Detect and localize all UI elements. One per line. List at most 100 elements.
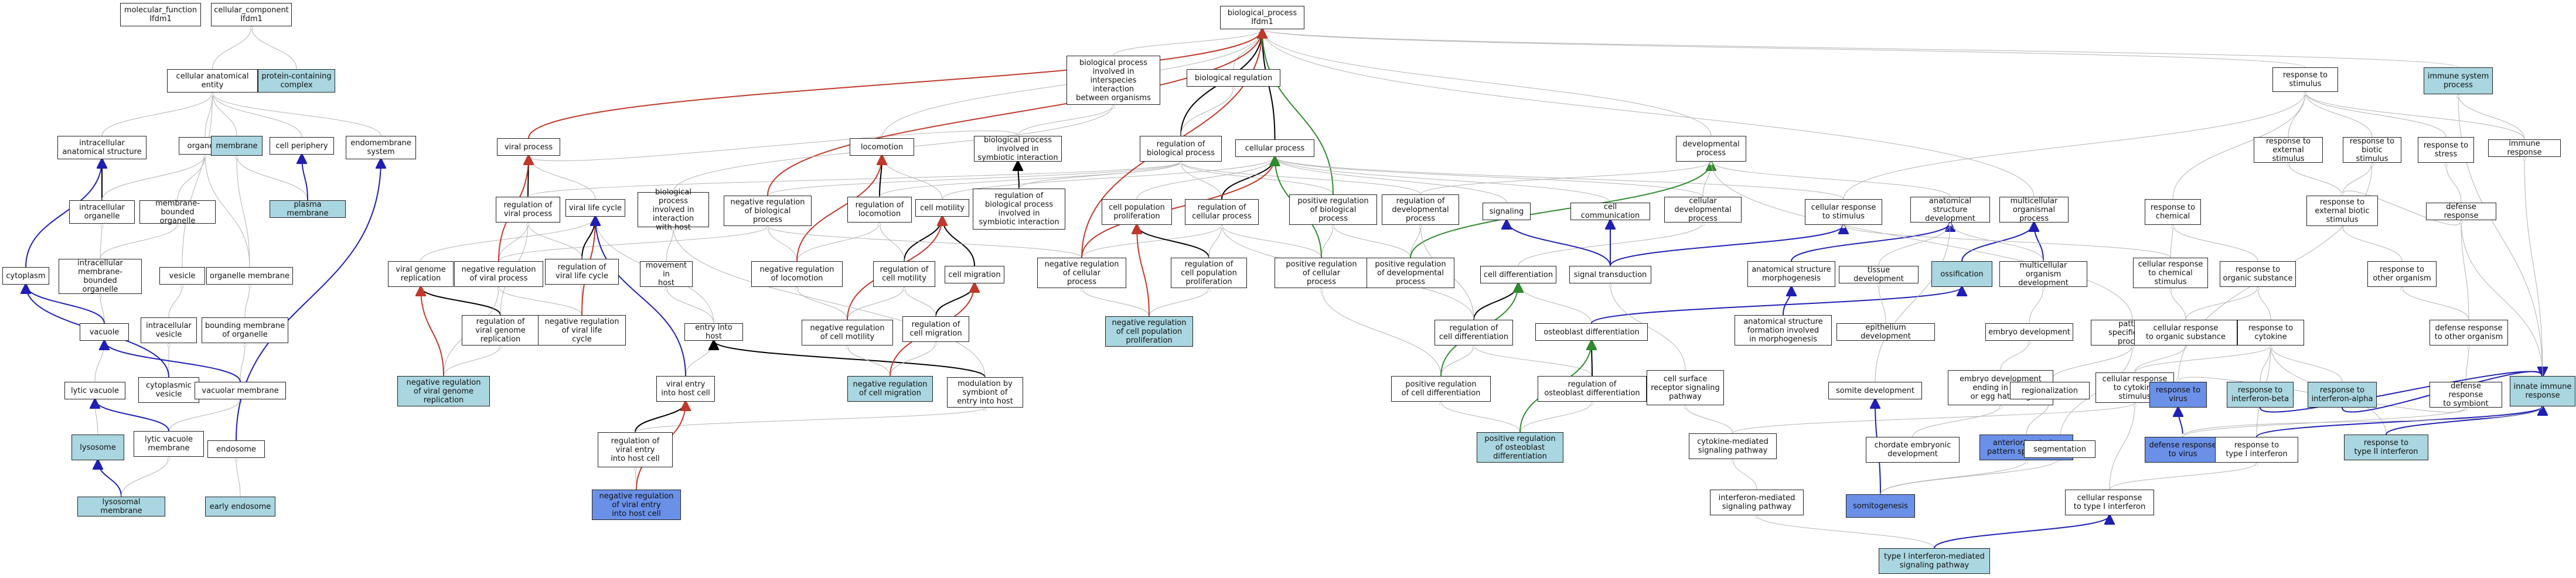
edge-nrbp-to-rbp <box>767 162 1181 196</box>
edge-nrloc-to-nrbp <box>768 226 798 262</box>
edge-rts-to-bp <box>1262 29 2306 68</box>
edge-devp-to-bp <box>1262 29 1712 136</box>
term-node-vp: viral process <box>497 138 560 156</box>
term-node-odiff: osteoblast differentiation <box>1535 323 1648 341</box>
edge-io-to-org <box>101 155 205 201</box>
edge-vehc-to-vlc <box>595 217 686 377</box>
edge-rebs-to-rbios <box>2342 163 2372 196</box>
term-node-lys: lysosome <box>71 435 124 460</box>
edge-nrvgr-to-rvgr <box>443 346 500 377</box>
term-node-nrvehc: negative regulation of viral entry into … <box>592 490 681 520</box>
edge-lysm-to-lvm <box>121 457 169 497</box>
edge-lysm-to-lys <box>98 460 122 497</box>
term-node-rchem: response to chemical <box>2145 199 2201 225</box>
edge-odiff-to-cdiff <box>1518 283 1592 324</box>
term-node-ves: vesicle <box>159 267 205 285</box>
edge-nrloc-to-rloc <box>796 223 880 262</box>
edge-rt2-to-iir <box>2386 406 2543 435</box>
term-node-imbo: intracellular membrane-bounded organelle <box>59 259 142 294</box>
edge-drbs-to-roo <box>2402 287 2469 320</box>
edge-pcc-to-cc <box>251 26 297 70</box>
term-node-vlc: viral life cycle <box>565 199 625 217</box>
term-node-rcyt: response to cytokine <box>2237 320 2304 346</box>
edge-rcpp-to-cpp <box>1137 225 1209 258</box>
edge-bmo-to-ormem <box>244 285 250 318</box>
edge-nrcp-to-nrbp <box>768 226 1082 258</box>
edge-rifnb-to-iir <box>2260 371 2543 413</box>
term-node-rifnb: response to interferon-beta <box>2227 382 2294 408</box>
edge-odiff-to-oss <box>1591 287 1962 324</box>
edge-cdevp-to-cellp <box>1275 157 1703 197</box>
term-node-rcmot: regulation of cell motility <box>873 261 935 287</box>
edge-ccom-to-cellp <box>1275 157 1611 203</box>
term-node-msh: modulation by symbiont of entry into hos… <box>947 377 1023 408</box>
edge-nrcmig-to-rcmig <box>890 342 936 377</box>
edge-cmsp-to-csrsp <box>1685 405 1733 434</box>
term-node-drsym: defense response to symbiont <box>2430 382 2502 408</box>
edge-reg-to-psp <box>2049 346 2132 382</box>
edge-rvehc-to-msh <box>635 408 985 433</box>
term-node-mod: multicellular organism development <box>1999 261 2087 288</box>
edge-nrvp-to-nrbp <box>498 226 768 262</box>
term-node-bpih: biological process involved in interacti… <box>638 188 709 232</box>
term-node-ccom: cell communication <box>1570 203 1650 220</box>
term-node-bpii: biological process involved in interspec… <box>1066 56 1160 105</box>
term-node-crs: cellular response to stimulus <box>1805 199 1882 225</box>
edge-crs-to-cellp <box>1275 157 1844 200</box>
edge-cmig-to-cmot <box>942 217 975 266</box>
edge-mbo-to-org <box>177 155 205 201</box>
edge-prcp-to-prbp <box>1321 225 1333 258</box>
edge-prcdiff-to-rcdiff <box>1440 346 1474 377</box>
edge-eih-to-mih <box>666 287 714 324</box>
edge-ves-to-cae <box>182 93 213 268</box>
term-node-lvm: lytic vacuole membrane <box>134 431 204 457</box>
edge-drsym-to-drbs <box>2465 346 2469 382</box>
term-node-rt1: response to type I interferon <box>2215 437 2298 463</box>
edge-vehc-to-eih <box>685 341 714 377</box>
edge-t1sp-to-crt1 <box>1934 515 2110 549</box>
term-node-iresp: immune response <box>2488 139 2561 157</box>
edge-ros-to-rchem <box>2173 225 2258 262</box>
term-node-ifnsp: interferon-mediated signaling pathway <box>1710 490 1804 515</box>
edge-rvlc-to-vlc <box>581 217 595 259</box>
edge-asm-to-asd <box>1791 223 1950 262</box>
edge-mop-to-bp <box>1262 29 2035 197</box>
term-node-rbp: regulation of biological process <box>1140 136 1222 162</box>
term-node-nrvlc: negative regulation of viral life cycle <box>538 315 626 346</box>
term-node-rvp: regulation of viral process <box>496 197 560 223</box>
term-node-rvlc: regulation of viral life cycle <box>545 259 619 285</box>
term-node-rcmig: regulation of cell migration <box>902 316 969 342</box>
edge-roo-to-rebs <box>2342 226 2403 262</box>
edge-rcp-to-rbp <box>1181 162 1222 200</box>
edge-crcyt-to-rcyt <box>2134 346 2271 373</box>
edge-asd-to-devp <box>1711 162 1951 197</box>
edge-nrcmot-to-rcmot <box>847 287 904 320</box>
term-node-rexs: response to external stimulus <box>2254 137 2323 163</box>
edge-nrcpp-to-rcpp <box>1149 288 1209 317</box>
term-node-cper: cell periphery <box>270 137 334 155</box>
term-node-breg: biological regulation <box>1187 69 1280 87</box>
edge-csrsp-to-sigt <box>1610 283 1686 371</box>
term-node-asm: anatomical structure morphogenesis <box>1747 261 1835 287</box>
edge-prcdiff-to-prcp <box>1321 288 1442 377</box>
edge-cyto-to-ias <box>25 159 102 268</box>
edge-defr-to-rebs <box>2342 190 2462 225</box>
edge-nrloc-to-loco <box>796 156 882 262</box>
term-node-rcpp: regulation of cell population proliferat… <box>1171 258 1247 288</box>
term-node-drbs: defense response to other organism <box>2430 320 2508 346</box>
edge-mih-to-bpih <box>666 227 673 262</box>
term-node-mem: membrane <box>211 136 263 156</box>
term-node-iir: innate immune response <box>2510 376 2575 406</box>
edge-rcpp-to-rcp <box>1208 225 1222 258</box>
edge-crcyt-to-cros <box>2134 346 2186 373</box>
term-node-tdev: tissue development <box>1839 266 1919 283</box>
term-node-t1sp: type I interferon-mediated signaling pat… <box>1879 548 1990 574</box>
term-node-rbpsym: regulation of biological process involve… <box>973 189 1065 230</box>
term-node-reg: regionalization <box>2010 382 2090 399</box>
term-node-roo: response to other organism <box>2367 261 2437 287</box>
term-node-lysm: lysosomal membrane <box>77 497 165 517</box>
term-node-crchem: cellular response to chemical stimulus <box>2133 258 2208 288</box>
term-node-bpsym: biological process involved in symbiotic… <box>974 136 1062 162</box>
